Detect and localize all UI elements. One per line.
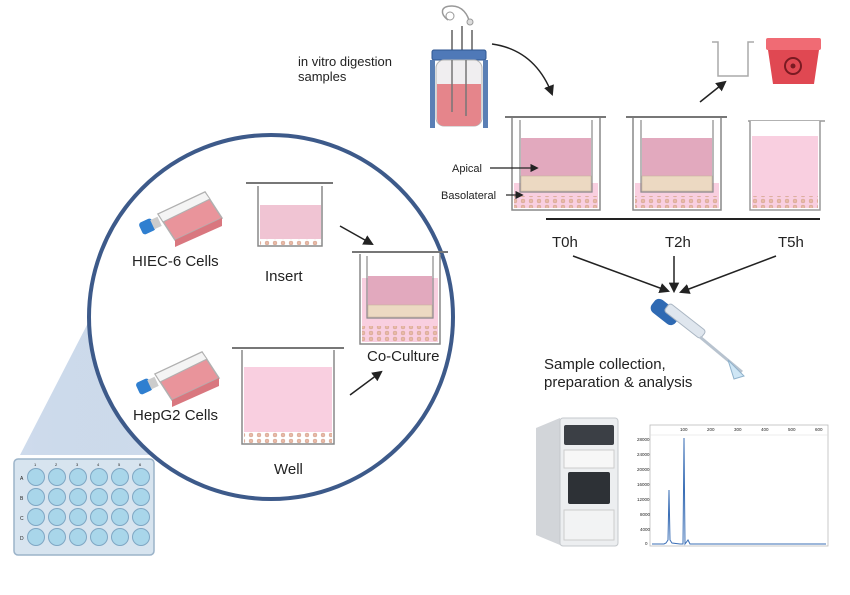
apical-label: Apical xyxy=(452,163,482,175)
y-tick-8000: 8000 xyxy=(640,512,651,517)
plate-well xyxy=(48,508,66,526)
plate-col-3: 3 xyxy=(76,462,79,467)
plate-well xyxy=(90,508,108,526)
well-to-coculture-arrow xyxy=(349,370,383,396)
sample-collection-label-2: preparation & analysis xyxy=(544,374,692,391)
hepg2-label: HepG2 Cells xyxy=(133,407,218,424)
y-tick-24000: 24000 xyxy=(637,452,650,457)
bioreactor-arrow xyxy=(491,43,554,96)
digestion-samples-label-1: in vitro digestion xyxy=(298,54,392,69)
plate-well xyxy=(27,528,45,546)
plate-well xyxy=(48,468,66,486)
plate-well xyxy=(27,488,45,506)
plate-well xyxy=(111,488,129,506)
y-tick-0: 0 xyxy=(645,541,648,546)
plate-col-2: 2 xyxy=(55,462,58,467)
plate-well xyxy=(48,528,66,546)
x-tick-500: 500 xyxy=(788,427,796,432)
plate-row-a: A xyxy=(20,476,24,482)
hiec6-label: HIEC-6 Cells xyxy=(132,253,219,270)
x-tick-300: 300 xyxy=(734,427,742,432)
plate-col-6: 6 xyxy=(139,462,142,467)
coculture-label: Co-Culture xyxy=(367,348,440,365)
plate-well xyxy=(132,508,150,526)
plate-well xyxy=(90,468,108,486)
t5h-label: T5h xyxy=(778,234,804,251)
plate-well xyxy=(69,528,87,546)
plate-well xyxy=(111,528,129,546)
plate-well xyxy=(90,528,108,546)
plate-well xyxy=(132,468,150,486)
sample-collection-label-1: Sample collection, xyxy=(544,356,666,373)
insert-to-coculture-arrow xyxy=(339,225,374,246)
t0h-arrow xyxy=(572,255,670,294)
hepg2-flask xyxy=(136,351,221,407)
plate-col-5: 5 xyxy=(118,462,121,467)
basolateral-label: Basolateral xyxy=(441,190,496,202)
t0h-label: T0h xyxy=(552,234,578,251)
chromatogram-trace xyxy=(652,437,826,546)
plate-well xyxy=(69,488,87,506)
vessel-t0h xyxy=(505,116,606,211)
plate-well xyxy=(27,468,45,486)
discard-arrow xyxy=(699,80,727,103)
plate-well xyxy=(111,508,129,526)
vessel-t2h xyxy=(626,116,727,211)
well-plate: A B C D 1 2 3 4 5 6 xyxy=(13,458,155,556)
plate-well xyxy=(111,468,129,486)
plate-row-c: C xyxy=(20,516,24,522)
well-vessel xyxy=(232,347,344,445)
plate-col-4: 4 xyxy=(97,462,100,467)
plate-row-d: D xyxy=(20,536,24,542)
y-tick-16000: 16000 xyxy=(637,482,650,487)
y-tick-20000: 20000 xyxy=(637,467,650,472)
plate-row-b: B xyxy=(20,496,24,502)
x-tick-600: 600 xyxy=(815,427,823,432)
y-tick-4000: 4000 xyxy=(640,527,651,532)
chromatogram: 100 200 300 400 500 600 28000 24000 2000… xyxy=(637,424,829,547)
plate-well xyxy=(132,488,150,506)
t5h-arrow xyxy=(679,255,777,294)
plate-well xyxy=(48,488,66,506)
removed-insert-icon xyxy=(712,41,754,77)
x-tick-400: 400 xyxy=(761,427,769,432)
chromatogram-y-ticks: 28000 24000 20000 16000 12000 8000 4000 … xyxy=(637,437,651,546)
plate-col-1: 1 xyxy=(34,462,37,467)
bioreactor-icon xyxy=(430,5,488,128)
chromatogram-x-ticks: 100 200 300 400 500 600 xyxy=(680,427,823,432)
plate-well xyxy=(90,488,108,506)
insert-label: Insert xyxy=(265,268,303,285)
hplc-instrument-icon xyxy=(536,417,619,547)
biohazard-bin-icon xyxy=(766,38,821,84)
y-tick-12000: 12000 xyxy=(637,497,650,502)
plate-well xyxy=(69,508,87,526)
x-tick-200: 200 xyxy=(707,427,715,432)
insert-vessel xyxy=(246,182,333,247)
vessel-t5h xyxy=(748,120,825,211)
plate-well xyxy=(132,528,150,546)
plate-well xyxy=(69,468,87,486)
digestion-samples-label-2: samples xyxy=(298,69,347,84)
t2h-label: T2h xyxy=(665,234,691,251)
x-tick-100: 100 xyxy=(680,427,688,432)
well-label: Well xyxy=(274,461,303,478)
hiec6-flask xyxy=(139,191,224,247)
y-tick-28000: 28000 xyxy=(637,437,650,442)
pipette-icon xyxy=(650,298,745,380)
plate-well xyxy=(27,508,45,526)
coculture-vessel xyxy=(352,251,448,345)
